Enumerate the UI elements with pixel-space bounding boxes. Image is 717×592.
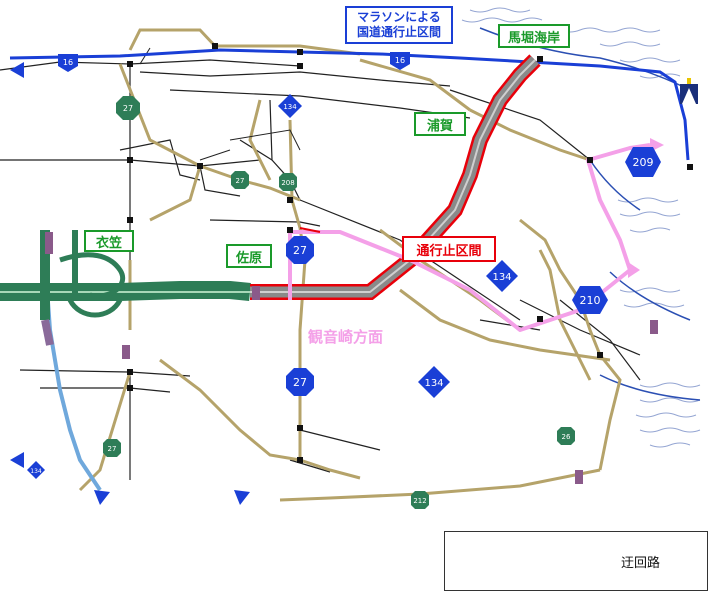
route-134a-label: 134 <box>283 103 297 111</box>
kannonzaki-direction-label: 観音崎方面 <box>308 328 384 346</box>
legend: 迂回路 <box>444 531 708 591</box>
place-umahori-kaigan: 馬堀海岸 <box>498 24 570 48</box>
closed-section-callout: 通行止区間 <box>402 236 496 262</box>
route-27b-label: 27 <box>236 177 245 185</box>
direction-arrows <box>10 62 250 505</box>
closure-overlay <box>299 227 321 233</box>
marathon-line2: 国道通行止区間 <box>356 25 441 39</box>
route-209-label: 209 <box>633 156 654 169</box>
national-route-16-coast <box>9 48 690 161</box>
toll-markers <box>45 232 658 484</box>
place-kinugasa-label: 衣笠 <box>95 235 122 251</box>
route-27c-label: 27 <box>293 244 307 257</box>
route-16-label: 16 <box>63 58 73 67</box>
route-134d-label: 134 <box>30 468 42 475</box>
expressway <box>0 230 251 346</box>
route-208-label: 208 <box>281 179 294 187</box>
closed-section-label: 通行止区間 <box>416 243 482 259</box>
place-uraga: 浦賀 <box>414 112 466 136</box>
route-16-label-b: 16 <box>395 56 405 65</box>
toll-road <box>250 54 541 300</box>
marathon-line1: マラソンによる <box>357 10 441 24</box>
route-134b-label: 134 <box>492 272 511 283</box>
route-210-label: 210 <box>580 294 601 307</box>
place-kinugasa: 衣笠 <box>84 230 134 252</box>
route-212-label: 212 <box>413 497 426 505</box>
junction-nodes <box>127 43 693 463</box>
route-shields: 16 16 27 27 27 27 27 134 <box>27 52 661 509</box>
place-uraga-label: 浦賀 <box>426 118 453 134</box>
place-sahara-label: 佐原 <box>235 250 262 266</box>
lighthouse-icon <box>680 78 698 104</box>
route-27a-label: 27 <box>123 104 133 113</box>
legend-detour-label: 迂回路 <box>621 556 661 571</box>
route-27e-label: 27 <box>108 445 117 453</box>
coastline <box>479 27 701 401</box>
place-sahara: 佐原 <box>226 244 272 268</box>
route-27d-label: 27 <box>293 376 307 389</box>
route-134c-label: 134 <box>424 378 443 389</box>
marathon-closure-callout: マラソンによる 国道通行止区間 <box>345 6 453 44</box>
route-26-label: 26 <box>562 433 571 441</box>
place-umahori-kaigan-label: 馬堀海岸 <box>507 30 560 46</box>
